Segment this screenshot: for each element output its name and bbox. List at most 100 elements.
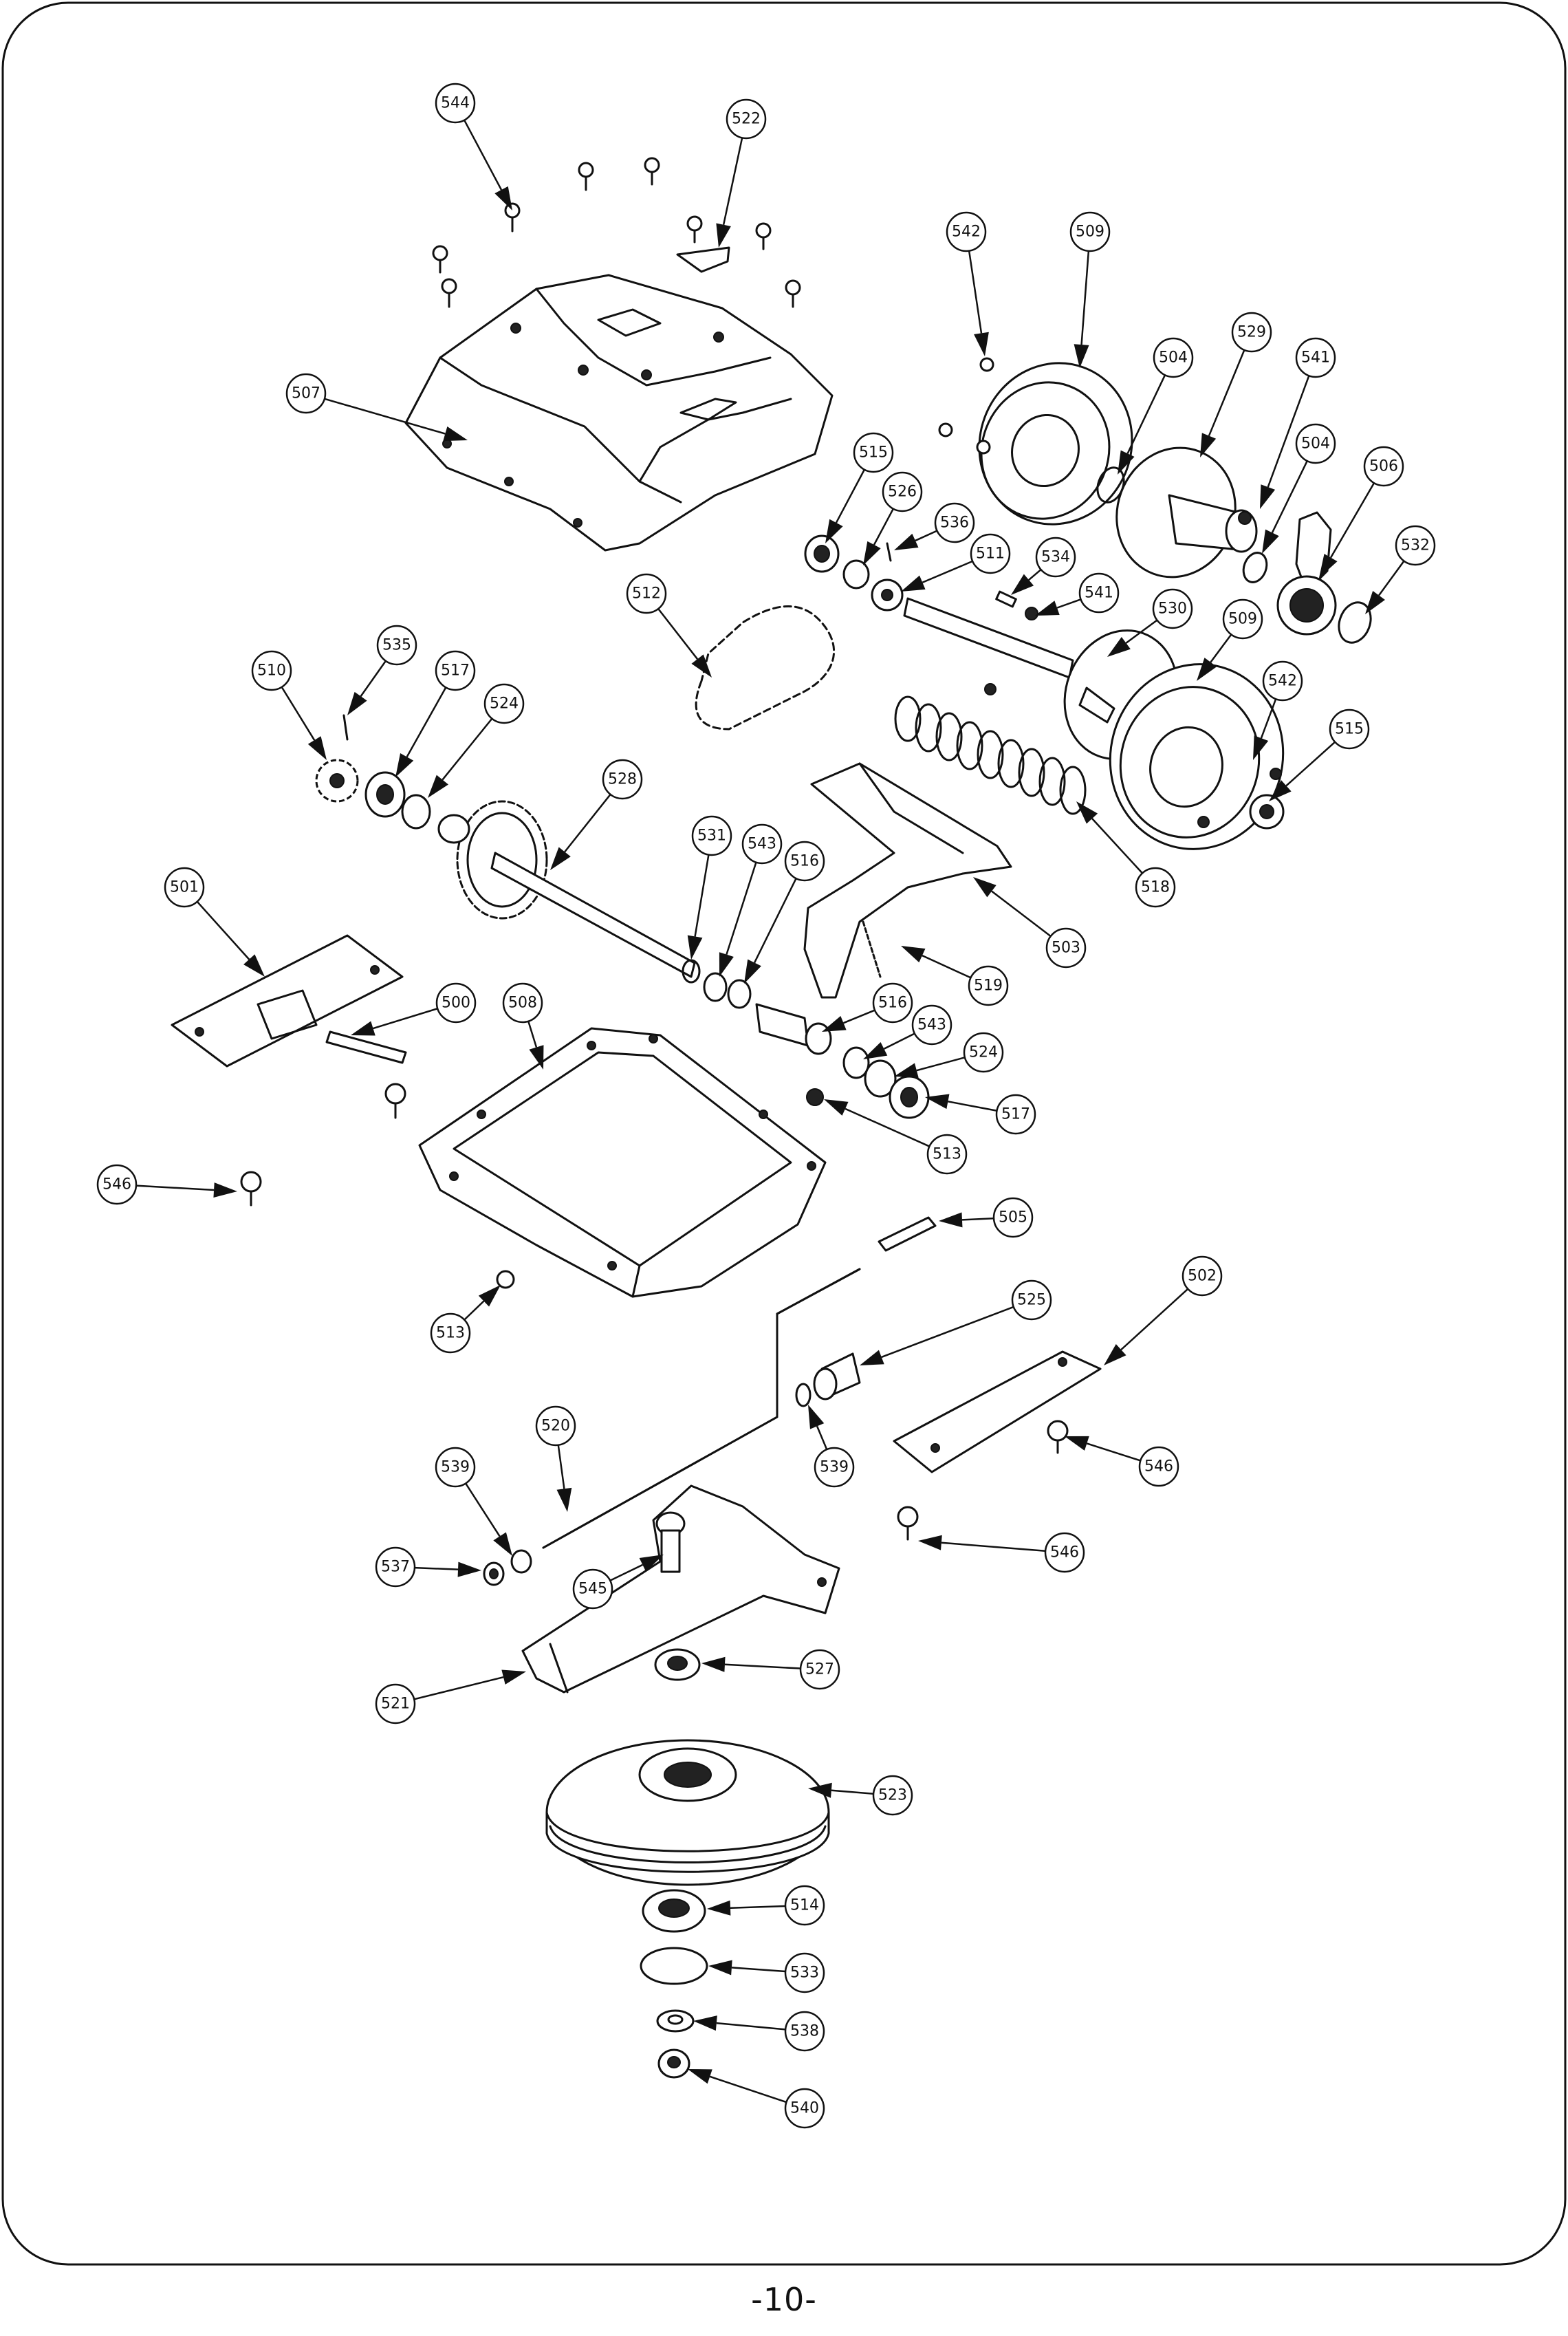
callout-label: 504 [1301,435,1330,453]
callout-circle [784,841,825,882]
callout-518: 518 [1076,801,1176,908]
callout-circle [375,1683,416,1724]
callout-529: 529 [1200,312,1272,457]
part-507-housing-cover [404,274,834,552]
callout-circle [1078,572,1120,614]
callout-label: 541 [1301,349,1330,367]
parts-artwork [171,157,1372,2079]
callout-label: 510 [257,662,286,680]
callout-506: 506 [1319,446,1404,578]
callout-507: 507 [285,373,468,442]
leader-arrowhead [1197,658,1217,681]
part-519-spring [862,920,882,978]
leader-line [881,1306,1014,1359]
leader-line [843,1009,875,1024]
leader-line [724,1663,801,1669]
leader-line [609,1564,643,1581]
callout-511: 511 [901,533,1011,592]
leader-line [831,1789,874,1795]
leader-line [709,2075,787,2104]
leader-arrowhead [687,935,703,960]
callout-circle [1222,598,1263,640]
callout-546: 546 [918,1532,1085,1573]
leader-line [694,854,710,937]
leader-arrowhead [901,575,926,592]
callout-circle [1262,660,1303,702]
leader-line [373,1008,438,1030]
leader-line [753,878,797,964]
callout-label: 538 [790,2023,819,2040]
leader-arrowhead [863,541,881,565]
leader-arrowhead [213,1182,237,1198]
part-522-plate [676,246,730,273]
part-515-bearing-2 [1249,794,1285,830]
callout-label: 529 [1237,324,1266,341]
part-505-pin [878,1216,937,1252]
callout-label: 527 [805,1661,834,1678]
callout-label: 511 [976,545,1005,563]
callout-513: 513 [430,1285,501,1354]
leader-line [873,508,894,545]
callout-label: 533 [790,1965,819,1982]
callout-circle [1044,1532,1085,1573]
leader-line [961,1218,994,1221]
leader-line [916,1057,966,1072]
part-539-washer-2 [510,1549,532,1574]
callout-circle [1069,211,1111,252]
page-number: -10- [751,2281,817,2318]
leader-line [845,1107,930,1147]
callout-circle [1152,588,1193,629]
callout-530: 530 [1107,588,1193,657]
callout-544: 544 [435,83,512,210]
callout-label: 541 [1085,585,1113,602]
callout-circle [96,1164,138,1205]
callout-label: 502 [1188,1268,1217,1285]
callout-circle [1295,337,1336,378]
callout-label: 523 [878,1787,907,1804]
callout-circle [1138,1446,1179,1487]
leader-arrowhead [822,1015,847,1032]
leader-arrowhead [1262,529,1279,554]
leader-arrowhead [1074,344,1089,368]
part-524-bushing [401,794,431,830]
part-536-pin [886,542,892,562]
leader-line [442,717,493,781]
callout-label: 504 [1159,349,1188,367]
callout-521: 521 [375,1669,526,1724]
leader-arrowhead [347,691,367,715]
part-529-hub [1115,446,1258,578]
part-503-bracket [803,762,1012,999]
callout-524: 524 [428,683,525,798]
callout-513: 513 [824,1099,968,1175]
part-502-plate [893,1350,1102,1473]
leader-arrowhead [925,1094,950,1110]
callout-circle [1231,312,1272,353]
leader-line [657,608,699,660]
callout-circle [1329,709,1370,750]
callout-circle [483,683,525,724]
part-538-washer [656,2009,695,2033]
callout-circle [1135,867,1176,908]
leader-line [196,900,250,960]
part-516-bushing [727,979,752,1009]
callout-label: 500 [442,995,470,1012]
callout-circle [970,533,1011,574]
leader-arrowhead [494,186,512,210]
leader-arrowhead [1200,433,1217,457]
leader-arrowhead [1269,780,1292,801]
callout-circle [934,502,975,543]
callout-label: 539 [441,1459,470,1476]
callout-510: 510 [251,650,327,760]
leader-line [835,469,865,523]
leader-line [941,1542,1046,1553]
callout-546: 546 [96,1164,237,1205]
leader-line [281,686,316,741]
callout-542: 542 [946,211,989,356]
callout-label: 521 [381,1696,410,1713]
callout-label: 546 [102,1176,131,1193]
part-506-arm [1276,511,1337,636]
part-512-chain [695,605,836,731]
callout-label: 542 [952,224,981,241]
leader-line [1120,1288,1189,1351]
leader-arrowhead [1107,636,1131,657]
